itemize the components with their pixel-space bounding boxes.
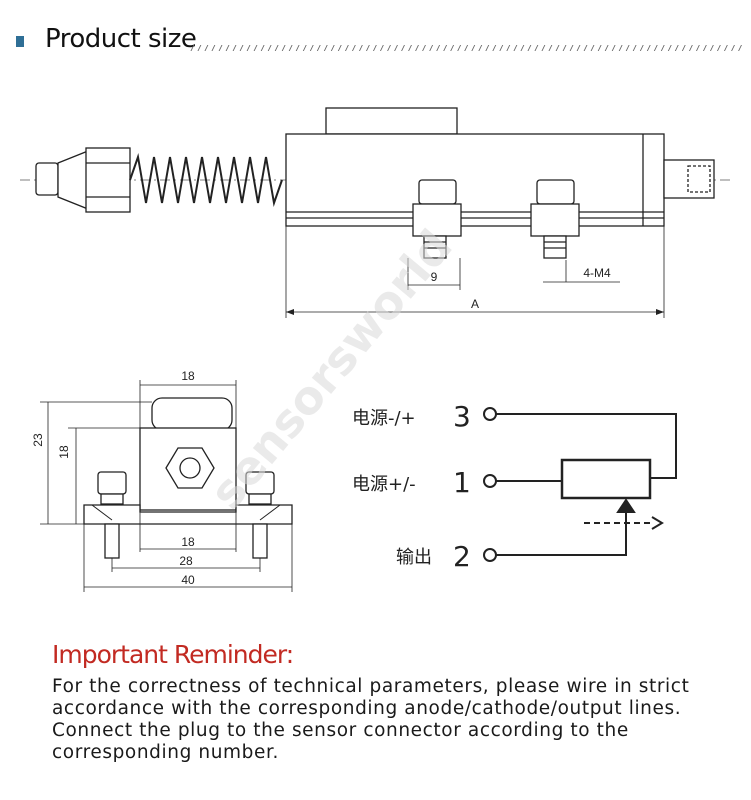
dim-28-label: 28 bbox=[179, 554, 193, 568]
pin-2-label: 输出 bbox=[396, 547, 432, 568]
section-header: Product size ///////////////////////////… bbox=[0, 0, 751, 80]
dim-4m4-label: 4-M4 bbox=[583, 266, 611, 280]
dim-40-label: 40 bbox=[181, 573, 195, 587]
pin-3-terminal bbox=[483, 407, 497, 421]
dim-9-label: 9 bbox=[431, 270, 438, 284]
header-bullet bbox=[16, 36, 24, 47]
reminder-body: For the correctness of technical paramet… bbox=[52, 676, 690, 763]
dim-bottom-18-label: 18 bbox=[181, 535, 195, 549]
header-dotted-rule: ////////////////////////////////////////… bbox=[190, 45, 745, 51]
side-view bbox=[20, 107, 730, 318]
pin-1-number: 1 bbox=[453, 466, 471, 499]
section-title: Product size bbox=[45, 24, 197, 54]
pin-2-terminal bbox=[483, 548, 497, 562]
pin-1-terminal bbox=[483, 474, 497, 488]
wiring-diagram bbox=[483, 407, 677, 562]
dim-23-label: 23 bbox=[31, 433, 45, 447]
watermark-text: sensorsworld bbox=[199, 219, 463, 519]
end-view bbox=[40, 380, 293, 592]
dim-a-label: A bbox=[471, 297, 479, 311]
pin-3-number: 3 bbox=[453, 400, 471, 433]
dim-side-18-label: 18 bbox=[57, 445, 71, 459]
pin-1-label: 电源+/- bbox=[352, 474, 416, 495]
technical-drawing: 9 4-M4 A bbox=[20, 107, 730, 592]
pin-3-label: 电源-/+ bbox=[352, 408, 416, 429]
reminder-title: Important Reminder: bbox=[52, 640, 294, 669]
dim-top-18-label: 18 bbox=[181, 369, 195, 383]
potentiometer-resistor bbox=[560, 458, 652, 500]
pin-2-number: 2 bbox=[453, 540, 471, 573]
